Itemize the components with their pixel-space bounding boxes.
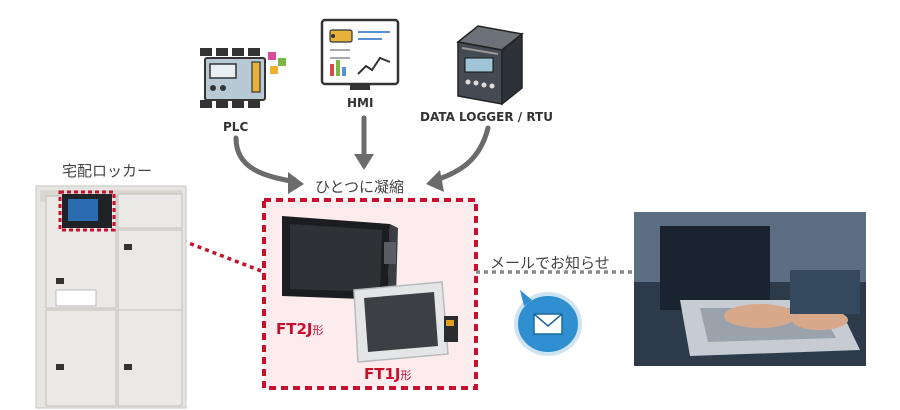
plc-label: PLC (223, 120, 249, 134)
data-logger-icon (456, 25, 524, 106)
logger-arrow (433, 125, 491, 183)
ft1j-suffix: 形 (400, 369, 412, 382)
arrowheads (288, 154, 444, 194)
merge-label: ひとつに凝縮 (315, 178, 404, 196)
ft1j-label: FT1J形 (364, 365, 412, 383)
plc-icon (200, 48, 286, 108)
hmi-icon (320, 18, 400, 90)
arrows (233, 115, 491, 185)
notify-label: メールでお知らせ (490, 254, 610, 272)
laptop-photo (634, 212, 866, 366)
ft1j-panel (353, 281, 458, 363)
mail-icon (514, 290, 582, 356)
plc-arrow (233, 135, 299, 185)
ft2j-suffix: 形 (312, 324, 324, 337)
hmi-label: HMI (347, 96, 374, 110)
ft1j-name: FT1J (364, 365, 401, 383)
ft2j-label: FT2J形 (276, 320, 324, 338)
locker-label: 宅配ロッカー (62, 162, 153, 180)
ft2j-panel (282, 216, 398, 300)
locker-photo (35, 185, 187, 409)
data-logger-label: DATA LOGGER / RTU (420, 110, 553, 124)
ft2j-name: FT2J (276, 320, 313, 338)
